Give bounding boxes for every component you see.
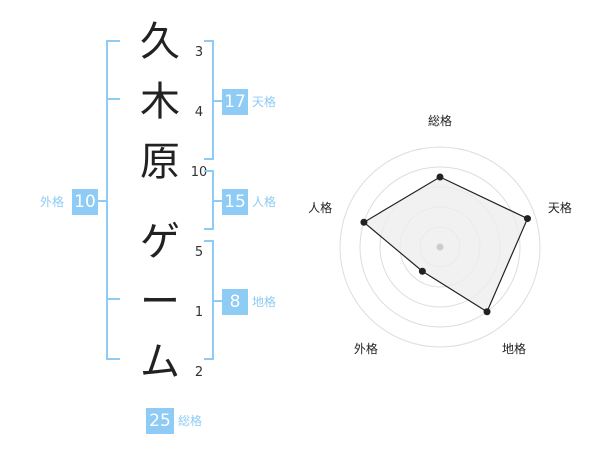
radar-point-2: [523, 215, 531, 223]
tenkaku-bracket: [212, 40, 214, 160]
radar-point-1: [436, 173, 444, 181]
radar-point-3: [483, 308, 491, 316]
bracket-connector: [98, 200, 106, 202]
tenkaku-label: 天格: [252, 95, 277, 109]
radar-point-5: [360, 218, 368, 226]
jinkaku-score: 15: [222, 189, 248, 215]
bracket-tick: [204, 228, 214, 230]
stroke-count-4: 5: [194, 245, 204, 260]
chikaku-bracket: [212, 240, 214, 360]
stroke-count-5: 1: [194, 305, 204, 320]
bracket-connector: [214, 300, 222, 302]
radar-axis-label-1: 総格: [428, 113, 452, 128]
bracket-connector: [214, 200, 222, 202]
chikaku-label: 地格: [252, 295, 277, 309]
bracket-tick: [204, 40, 214, 42]
radar-axis-label-3: 地格: [502, 341, 526, 356]
gaikaku-score: 10: [72, 189, 98, 215]
name-char-1: 久: [140, 19, 180, 65]
bracket-tick: [204, 170, 214, 172]
name-char-3: 原: [140, 139, 180, 185]
bracket-tick: [106, 298, 120, 300]
name-char-6: ム: [140, 339, 180, 385]
soukaku-label: 総格: [178, 414, 203, 428]
bracket-tick: [106, 98, 120, 100]
jinkaku-label: 人格: [252, 195, 277, 209]
radar-center-dot: [436, 243, 444, 251]
jinkaku-bracket: [212, 170, 214, 230]
name-char-5: ー: [140, 279, 180, 325]
radar-axis-label-5: 人格: [308, 200, 332, 215]
tenkaku-score: 17: [222, 89, 248, 115]
chikaku-score: 8: [222, 289, 248, 315]
radar-ring: [359, 166, 521, 328]
stroke-count-3: 10: [190, 165, 208, 180]
gaikaku-bracket: [106, 40, 108, 360]
bracket-tick: [204, 358, 214, 360]
radar-axis-label-4: 外格: [354, 341, 378, 356]
soukaku-score: 25: [146, 408, 174, 434]
stroke-count-2: 4: [194, 105, 204, 120]
gaikaku-label: 外格: [40, 195, 65, 209]
name-char-2: 木: [140, 79, 180, 125]
stroke-count-1: 3: [194, 45, 204, 60]
radar-point-4: [418, 267, 426, 275]
bracket-tick: [204, 240, 214, 242]
radar-polygon: [362, 176, 529, 313]
bracket-tick: [106, 358, 120, 360]
name-char-4: ゲ: [140, 219, 180, 265]
stroke-count-6: 2: [194, 365, 204, 380]
bracket-connector: [214, 100, 222, 102]
bracket-tick: [204, 158, 214, 160]
radar-axis-label-2: 天格: [548, 200, 572, 215]
bracket-tick: [106, 40, 120, 42]
